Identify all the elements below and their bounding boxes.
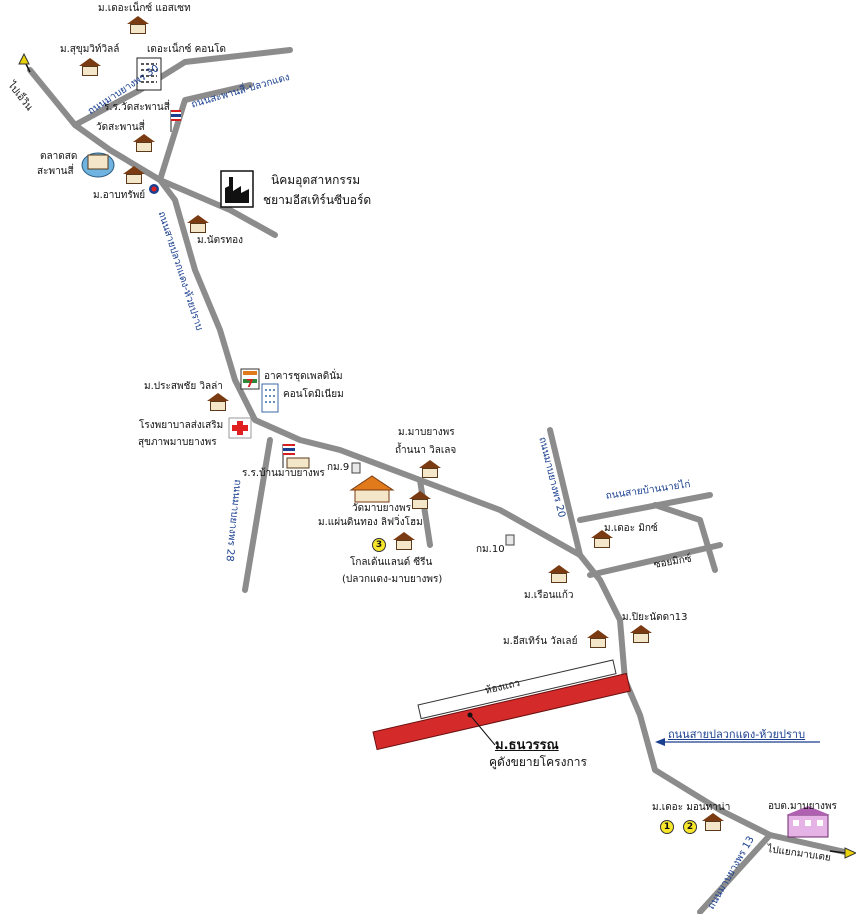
label-km10: กม.10 bbox=[476, 544, 505, 555]
road-soi-mix bbox=[652, 502, 718, 573]
market-icon bbox=[81, 152, 115, 178]
marker-1: 1 bbox=[660, 820, 674, 834]
label-industrial-line1: นิคมอุตสาหกรรม bbox=[271, 173, 361, 187]
marker-2: 2 bbox=[683, 820, 697, 834]
label-ban-athip: ม.อาบทรัพย์ bbox=[93, 190, 146, 201]
house-icon bbox=[123, 166, 145, 184]
house-icon bbox=[702, 813, 724, 831]
road-mabyangporn-28 bbox=[242, 437, 273, 593]
label-industrial-line2: ชยามอีสเทิร์นซีบอร์ด bbox=[263, 193, 372, 207]
label-hospital-line1: โรงพยาบาลส่งเสริม bbox=[139, 420, 224, 431]
road-sai-ban-nai bbox=[577, 492, 713, 523]
hospital-cross-icon bbox=[228, 417, 252, 439]
project-dot bbox=[467, 712, 473, 718]
label-nattorn: ม.นัตรทอง bbox=[197, 235, 243, 246]
house-icon bbox=[187, 215, 209, 233]
label-building-line1: อาคารชุดเพลดินั่ม bbox=[264, 371, 343, 382]
label-sukhumvit-ville: ม.สุขุมวิท์วิลล์ bbox=[60, 44, 120, 55]
road-mabyangporn-20 bbox=[547, 427, 583, 558]
label-the-monta: ม.เดอะ มอนทาน่า bbox=[652, 802, 731, 813]
factory-icon bbox=[220, 170, 254, 208]
label-school-ban-mabyangporn: ร.ร.บ้านมาบยางพร bbox=[242, 468, 325, 479]
direction-arrow-icon bbox=[829, 847, 856, 859]
label-project-desc: คูดังขยายโครงการ bbox=[489, 755, 587, 769]
svg-text:7: 7 bbox=[246, 377, 254, 390]
house-icon bbox=[79, 58, 101, 76]
label-phaendin-thong: ม.แผ่นดินทอง ลิฟวิ่งโฮม bbox=[318, 517, 423, 528]
direction-arrow-icon bbox=[655, 738, 820, 746]
road-to-golden-land bbox=[417, 477, 433, 548]
label-market-line1: ตลาดสด bbox=[40, 151, 78, 162]
label-the-mix: ม.เดอะ มิกซ์ bbox=[604, 523, 658, 534]
subdistrict-office-icon bbox=[786, 806, 830, 838]
road-industrial bbox=[157, 177, 278, 238]
label-school-wat-saphansi: ร.ร.วัดสะพานสี่ bbox=[104, 102, 170, 113]
gas-station-icon bbox=[149, 184, 159, 194]
house-icon bbox=[207, 393, 229, 411]
label-prasathchai: ม.ประสพชัย วิลล่า bbox=[144, 381, 223, 392]
seven-eleven-icon: 7 bbox=[240, 368, 260, 390]
condo-icon bbox=[136, 57, 162, 91]
house-icon bbox=[127, 16, 149, 34]
house-icon bbox=[409, 491, 431, 509]
house-icon bbox=[630, 625, 652, 643]
shophouse-outline bbox=[417, 659, 617, 720]
house-icon bbox=[591, 530, 613, 548]
school-flag-icon bbox=[282, 444, 310, 469]
label-road-pluakdaeng-huaiprab-horizontal: ถนนสายปลวกแดง-ห้วยปราบ bbox=[668, 728, 806, 741]
house-icon bbox=[393, 532, 415, 550]
label-mabyangporn-estate-line1: ม.มาบยางพร bbox=[398, 427, 455, 438]
label-km9: กม.9 bbox=[327, 462, 350, 473]
label-building-line2: คอนโดมิเนียม bbox=[283, 389, 344, 400]
house-icon bbox=[419, 460, 441, 478]
road-saphansi-pluakdaeng bbox=[157, 82, 253, 183]
label-market-line2: สะพานสี่ bbox=[37, 166, 74, 177]
label-ruean-kaew: ม.เรือนแก้ว bbox=[524, 590, 574, 601]
house-icon bbox=[587, 630, 609, 648]
school-flag-icon bbox=[170, 110, 181, 132]
label-golden-land-line2: (ปลวกแดง-มาบยางพร) bbox=[342, 574, 443, 585]
road-the-mix bbox=[587, 542, 723, 578]
road-mabyangporn-13 bbox=[697, 832, 773, 914]
label-wat-mabyangporn: วัดมาบยางพร bbox=[352, 503, 411, 514]
direction-arrow-icon bbox=[18, 52, 31, 73]
label-the-nice-condo: เดอะเน็กซ์ คอนโด bbox=[147, 44, 226, 55]
label-eastern-wade: ม.อีสเทิร์น วัลเลย์ bbox=[503, 636, 578, 647]
project-pointer bbox=[469, 714, 496, 746]
road-mabyangporn-30 bbox=[72, 47, 293, 128]
project-strip bbox=[372, 672, 631, 751]
label-hospital-line2: สุขภาพมาบยางพร bbox=[138, 437, 217, 448]
label-obt: อบต.มาบยางพร bbox=[768, 801, 837, 812]
house-icon bbox=[133, 134, 155, 152]
house-icon bbox=[548, 565, 570, 583]
label-mabyangporn-estate-line2: ถ้ำนนา วิลเลจ bbox=[395, 445, 457, 456]
temple-icon bbox=[349, 475, 395, 503]
label-project-name: ม.ธนวรรณ bbox=[495, 738, 559, 753]
label-wat-saphansi: วัดสะพานสี่ bbox=[96, 122, 145, 133]
marker-3: 3 bbox=[372, 538, 386, 552]
condo-icon bbox=[261, 383, 279, 413]
label-piyanat: ม.ปิยะนัดดา13 bbox=[622, 612, 688, 623]
km-marker-icon bbox=[351, 462, 361, 474]
label-the-nice-estate: ม.เดอะเน็กซ์ แอสเซท bbox=[98, 3, 191, 14]
km-marker-icon bbox=[505, 534, 515, 546]
main-road bbox=[27, 67, 848, 855]
label-golden-land-line1: โกลเด้นแลนด์ ซีรีน bbox=[350, 557, 433, 568]
